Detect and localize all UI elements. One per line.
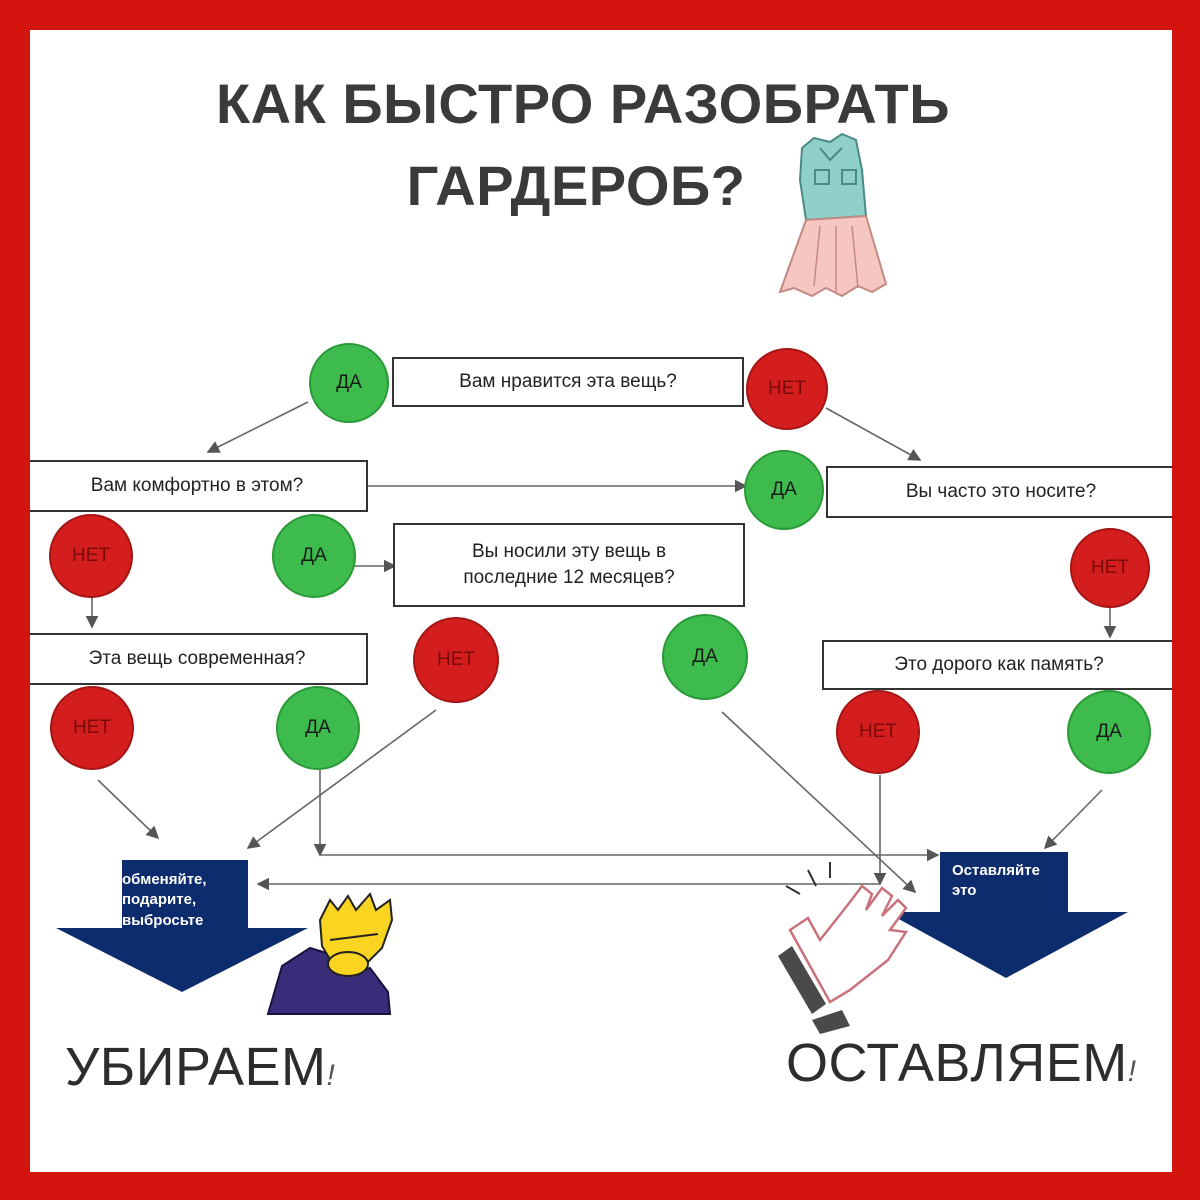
answer-no-sentimental: НЕТ [836, 690, 920, 774]
flow-connectors [85, 401, 1117, 894]
keep-arrow-text: Оставляйте это [952, 862, 1040, 900]
answer-yes-sentimental: ДА [1067, 690, 1151, 774]
question-modern: Эта вещь современная? [30, 633, 368, 685]
answer-yes-wear-often: ДА [744, 450, 824, 530]
keep-exclamation: ! [1127, 1055, 1137, 1088]
keep-label: ОСТАВЛЯЕМ! [786, 1033, 1137, 1093]
title-line-1: КАК БЫСТРО РАЗОБРАТЬ [216, 72, 950, 135]
discard-label: УБИРАЕМ! [65, 1037, 336, 1097]
outcome-arrows [56, 852, 1128, 992]
answer-no-wear-often: НЕТ [1070, 528, 1150, 608]
clapping-hands-icon [778, 862, 909, 1034]
facepalm-icon [266, 892, 394, 1015]
answer-no-modern: НЕТ [50, 686, 134, 770]
question-sentimental: Это дорого как память? [822, 640, 1172, 690]
discard-arrow-text: обменяйте, подарите, выбросьте [122, 871, 207, 929]
discard-exclamation: ! [326, 1059, 336, 1092]
infographic-card: КАК БЫСТРО РАЗОБРАТЬ ГАРДЕРОБ? Вам нрави… [30, 30, 1172, 1172]
keep-arrow [886, 852, 1128, 978]
discard-arrow [56, 860, 308, 992]
answer-no-like: НЕТ [746, 348, 828, 430]
answer-yes-worn-12-months: ДА [662, 614, 748, 700]
question-worn-12-months: Вы носили эту вещь в последние 12 месяце… [393, 523, 745, 607]
answer-yes-modern: ДА [276, 686, 360, 770]
question-like: Вам нравится эта вещь? [392, 357, 744, 407]
answer-yes-like: ДА [309, 343, 389, 423]
question-wear-often: Вы часто это носите? [826, 466, 1172, 518]
title-line-2: ГАРДЕРОБ? [406, 154, 746, 217]
answer-no-worn-12-months: НЕТ [413, 617, 499, 703]
question-comfort: Вам комфортно в этом? [30, 460, 368, 512]
answer-no-comfort: НЕТ [49, 514, 133, 598]
answer-yes-comfort: ДА [272, 514, 356, 598]
clothes-icon [778, 132, 888, 298]
